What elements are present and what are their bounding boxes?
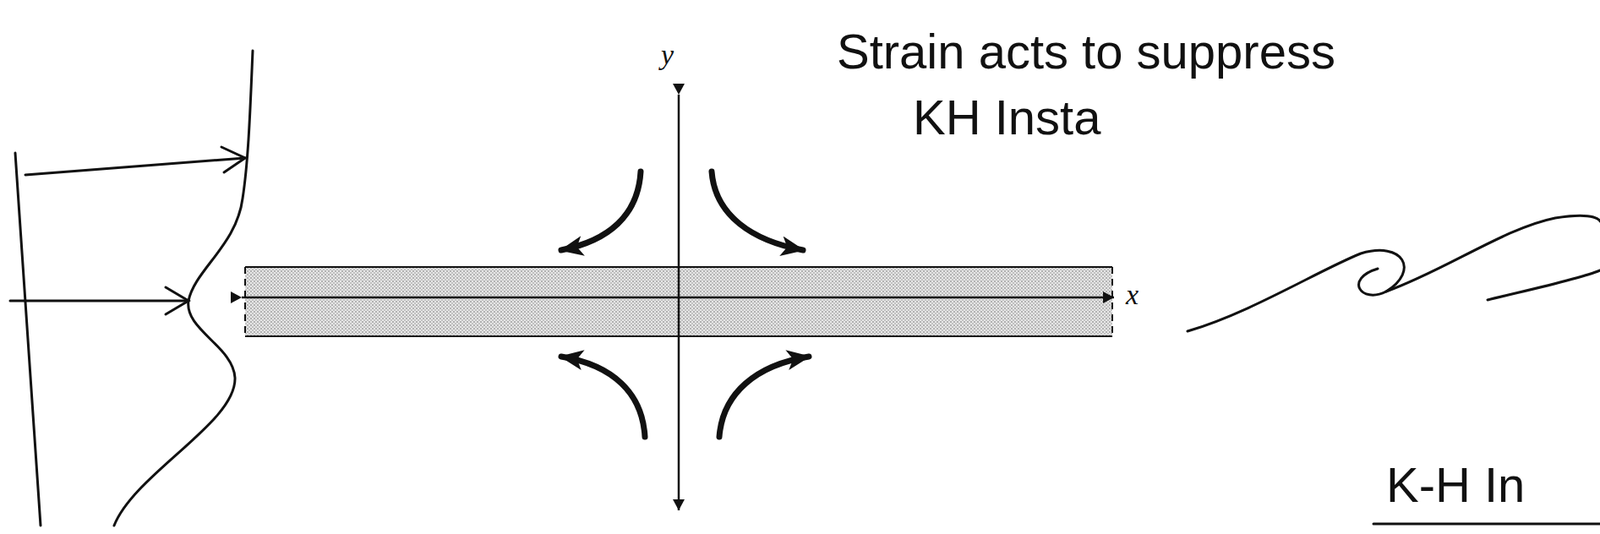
- band-end: [244, 267, 246, 337]
- velocity-arrow: [10, 300, 189, 303]
- strain-arrows: [561, 171, 809, 437]
- strain-arrow: [719, 356, 809, 437]
- handwritten-note: Strain acts to suppress KH Insta: [836, 18, 1344, 152]
- strain-arrow: [561, 171, 641, 251]
- band-end: [1111, 267, 1114, 337]
- handwritten-title: K-H In: [1386, 452, 1525, 519]
- axis-label: y: [660, 38, 674, 71]
- y-axis: [677, 94, 681, 511]
- reference-line: [15, 152, 41, 526]
- velocity-arrow: [25, 158, 246, 175]
- velocity-profile: [10, 50, 253, 526]
- axis-label: x: [1125, 278, 1139, 312]
- strain-arrow: [711, 171, 803, 251]
- underline: [1373, 523, 1600, 526]
- arrow-head: [221, 147, 246, 173]
- x-axis: [241, 296, 1114, 300]
- billow-curve: [1187, 250, 1404, 332]
- strain-arrow: [561, 356, 645, 437]
- profile-curve: [114, 50, 253, 526]
- axes: [241, 94, 1114, 511]
- billow-curve: [1487, 270, 1600, 301]
- arrow-head: [165, 287, 189, 315]
- kh-billow-sketch: [1187, 215, 1600, 525]
